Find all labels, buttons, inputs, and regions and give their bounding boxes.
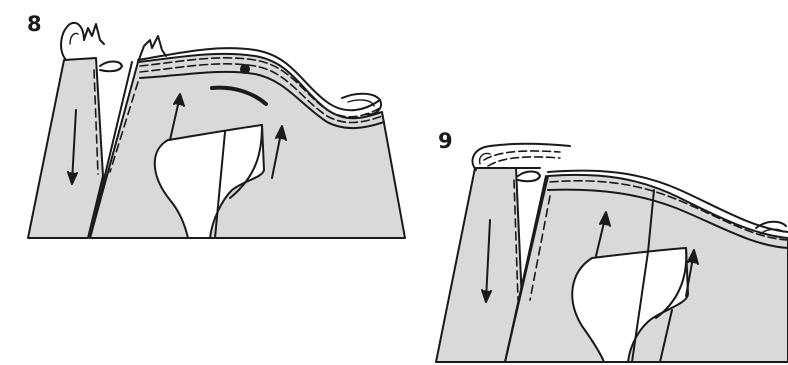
step-9-fly-roll-stitch-2	[487, 156, 561, 167]
step-9-number: 9	[438, 129, 453, 153]
step-8-waistband-roll	[341, 92, 382, 116]
step-8-fly-zigzag	[83, 23, 105, 45]
step-9-arrow-down-head	[481, 289, 492, 303]
step-9-arrow-up-1-head	[599, 211, 611, 227]
step-8-button-loop	[99, 60, 123, 73]
step-9-fly-roll-inner	[478, 152, 491, 165]
step-8-waistband-top	[137, 47, 381, 112]
step-9-cf-edge	[504, 175, 547, 363]
step-9-arrow-up-2-head	[687, 249, 699, 265]
step-8-illustration	[27, 22, 406, 239]
step-9-roll-line	[759, 228, 785, 235]
step-8-pocket-opening	[153, 124, 265, 239]
step-8-arrow-up-2-head	[275, 125, 287, 141]
step-8-cf-stitch	[109, 81, 139, 173]
step-9-waistband-bottom	[547, 188, 788, 249]
step-9-pocket-inner	[659, 309, 673, 363]
step-8-waistband-stitch-1	[139, 57, 381, 118]
step-8-pocket-edge	[214, 131, 226, 239]
step-9-illustration	[435, 142, 788, 363]
step-8-pocket-side	[229, 124, 263, 199]
step-8-fly-roll	[60, 22, 85, 61]
step-9-fly-roll-stitch-1	[483, 150, 561, 161]
step-8-arrow-down-head	[67, 171, 78, 185]
step-8-number: 8	[27, 12, 42, 36]
step-9-arrow-down	[485, 219, 491, 301]
step-9-waistband-roll	[755, 220, 787, 229]
step-8-dot	[240, 64, 250, 74]
step-8-fly-stitch	[93, 69, 99, 175]
step-9-side-seam	[647, 189, 655, 253]
step-9-fly-panel	[435, 167, 523, 363]
step-8-cf-edge	[89, 61, 133, 239]
step-8-fly-panel	[27, 57, 104, 239]
step-8-arrow-up-1-head	[173, 93, 185, 107]
step-9-pocket-edge	[631, 251, 649, 363]
step-9-waistband-stitch	[549, 180, 788, 241]
step-8-fly-roll-inner	[69, 32, 79, 45]
step-8-waistband-stitch-2	[139, 63, 383, 124]
step-9-waistband-top	[547, 169, 788, 233]
step-9-fly-stitch	[513, 179, 519, 301]
step-8-arrow-down	[71, 109, 77, 183]
step-8-zigzag-end	[137, 35, 167, 63]
step-8-roll-line	[347, 99, 375, 107]
step-9-cf-stitch	[529, 195, 551, 301]
step-9-pocket-side	[655, 247, 688, 319]
step-8-bold-mark	[210, 85, 268, 106]
step-9-fly-roll	[471, 142, 571, 171]
step-9-button-loop	[517, 170, 541, 183]
step-8-waistband-bottom	[139, 70, 385, 129]
